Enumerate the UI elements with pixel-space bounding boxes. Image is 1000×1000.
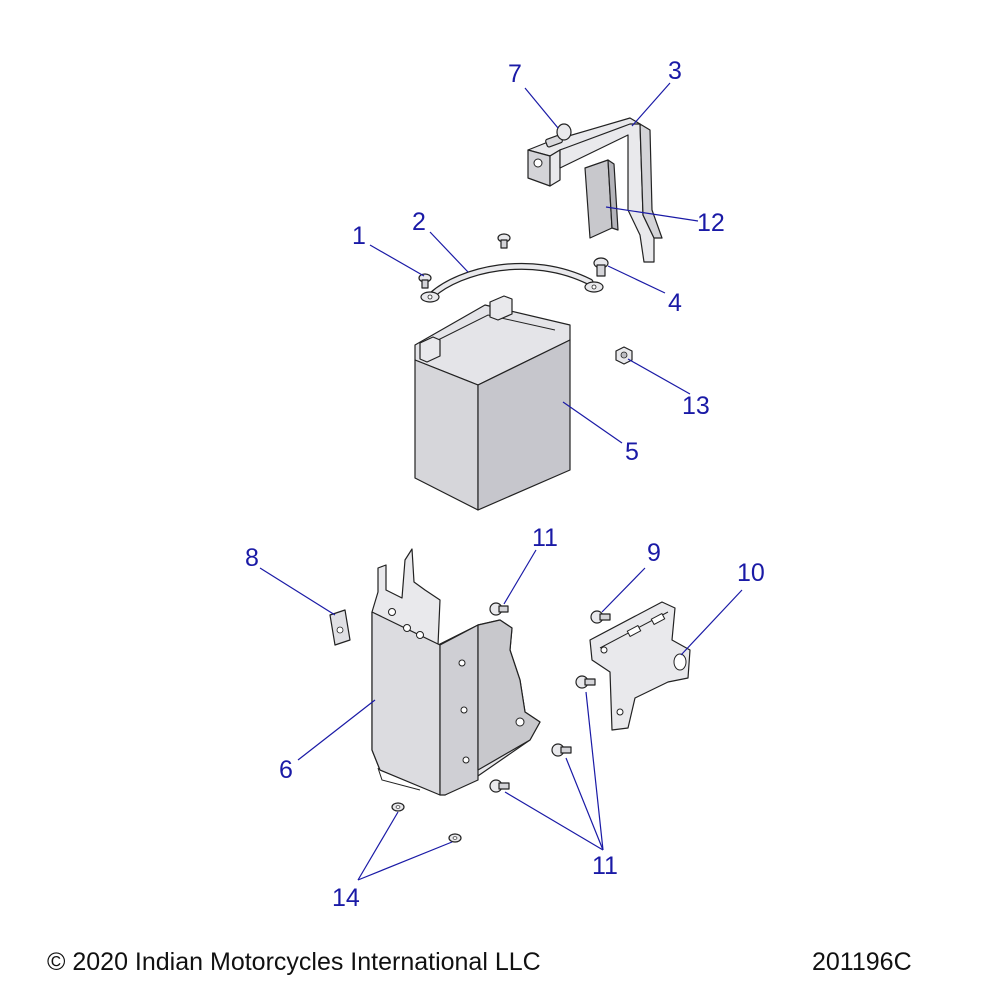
copyright-notice: © 2020 Indian Motorcycles International …	[47, 948, 541, 976]
callout-6: 6	[279, 756, 293, 784]
callout-3: 3	[668, 57, 682, 85]
callout-11-upper: 11	[532, 524, 558, 552]
leader-lines	[259, 82, 743, 881]
screw-4	[593, 257, 609, 277]
drawing-number: 201196C	[812, 948, 912, 976]
battery-cable	[420, 262, 604, 303]
callout-7: 7	[508, 60, 522, 88]
callout-8: 8	[245, 544, 259, 572]
callout-12: 12	[697, 209, 725, 237]
bolt-11	[489, 779, 510, 793]
terminal-screw	[497, 233, 511, 249]
callout-2: 2	[412, 208, 426, 236]
mount-bracket	[589, 601, 691, 731]
hold-down-bracket	[527, 117, 663, 263]
bolt-7	[545, 123, 572, 148]
callout-1: 1	[352, 222, 366, 250]
screw-9	[590, 610, 611, 624]
bolt-11	[551, 743, 572, 757]
callout-10: 10	[737, 559, 765, 587]
washer-14	[448, 833, 462, 843]
terminal-screw-1	[418, 273, 432, 289]
callout-13: 13	[682, 392, 710, 420]
callout-11-lower: 11	[592, 852, 618, 880]
callout-4: 4	[668, 289, 682, 317]
callout-14: 14	[332, 884, 360, 912]
bolt-11	[489, 602, 509, 616]
battery	[414, 295, 571, 511]
callout-5: 5	[625, 438, 639, 466]
clip-nut-8	[329, 609, 351, 646]
pad	[584, 159, 619, 239]
washer-14	[391, 802, 405, 812]
bolt-11	[575, 675, 596, 689]
nut-13	[615, 346, 633, 365]
callout-9: 9	[647, 539, 661, 567]
battery-box	[371, 548, 541, 796]
